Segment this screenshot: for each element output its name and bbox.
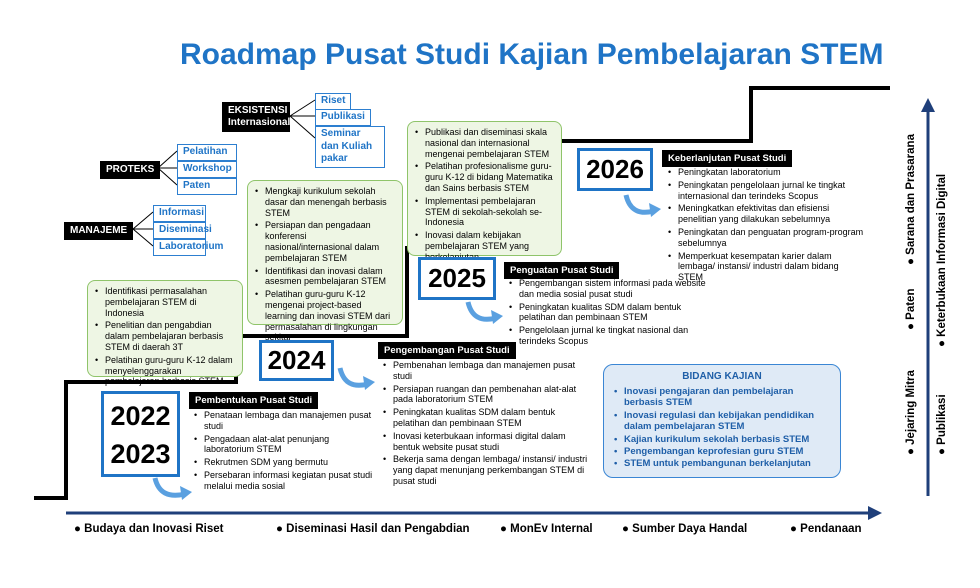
right-axis-item: ● Jejaring Mitra	[905, 370, 917, 455]
stage-item: Peningkatan pengelolaan jurnal ke tingka…	[666, 180, 866, 202]
bidang-item: Pengembangan keprofesian guru STEM	[612, 446, 832, 458]
stage-description: Pembenahan lembaga dan manajemen pusat s…	[381, 360, 591, 489]
bottom-axis-item: ● MonEv Internal	[500, 523, 593, 535]
chip-workshop: Workshop	[177, 161, 237, 178]
green-box-item: Inovasi dalam kebijakan pembelajaran STE…	[413, 230, 555, 262]
bottom-axis-item: ● Sumber Daya Handal	[622, 523, 748, 535]
stage-item: Penataan lembaga dan manajemen pusat stu…	[192, 410, 377, 432]
green-box-item: Penelitian dan pengabdian dalam pembelaj…	[93, 320, 236, 352]
stage-heading: Keberlanjutan Pusat Studi	[662, 150, 793, 167]
category-label-manajeme: MANAJEME	[64, 222, 134, 240]
connector-proteks	[157, 150, 178, 169]
bidang-kajian-box: BIDANG KAJIAN Inovasi pengajaran dan pem…	[603, 364, 841, 478]
curved-arrow-icon	[152, 477, 186, 498]
chip-seminar: Seminar dan Kuliah pakar	[315, 126, 385, 168]
green-box-item: Publikasi dan diseminasi skala nasional …	[413, 127, 555, 159]
stage-item: Pengelolaan jurnal ke tingkat nasional d…	[507, 325, 712, 347]
chip-diseminasi: Diseminasi	[153, 222, 212, 239]
stage-item: Pengadaan alat-alat penunjang laboratori…	[192, 434, 377, 456]
bottom-axis-item: ● Diseminasi Hasil dan Pengabdian	[276, 523, 470, 535]
year-box-2025: 2025	[418, 257, 496, 300]
stage-item: Pengembangan sistem informasi pada websi…	[507, 278, 712, 300]
bidang-item: Inovasi regulasi dan kebijakan pendidika…	[612, 410, 832, 433]
bottom-axis-item: ● Pendanaan	[790, 523, 862, 535]
chip-riset: Riset	[315, 93, 352, 110]
green-box-item: Pelatihan guru-guru K-12 mengenai projec…	[253, 289, 396, 343]
bidang-item: Kajian kurikulum sekolah berbasis STEM	[612, 434, 832, 446]
green-box-item: Implementasi pembelajaran STEM di sekola…	[413, 196, 555, 228]
chip-informasi: Informasi	[153, 205, 206, 222]
bottom-axis-item: ● Budaya dan Inovasi Riset	[74, 523, 224, 535]
year-box-2024: 2024	[259, 340, 334, 381]
green-box-item: Pelatihan guru-guru K-12 dalam menyeleng…	[93, 355, 236, 387]
green-box-item: Identifikasi dan inovasi dalam asesmen p…	[253, 266, 396, 288]
stage-item: Rekrutmen SDM yang bermutu	[192, 457, 377, 468]
stage-description: Pengembangan sistem informasi pada websi…	[507, 278, 712, 349]
stage-item: Persebaran informasi kegiatan pusat stud…	[192, 470, 377, 492]
stage-item: Peningkatan kualitas SDM dalam bentuk pe…	[507, 302, 712, 324]
bidang-item: STEM untuk pembangunan berkelanjutan	[612, 458, 832, 470]
right-axis-arrowhead	[921, 98, 935, 112]
bidang-kajian-title: BIDANG KAJIAN	[682, 371, 762, 382]
stage-heading: Penguatan Pusat Studi	[504, 262, 620, 279]
chip-laboratorium: Laboratorium	[153, 239, 223, 256]
stage-item: Bekerja sama dengan lembaga/ instansi/ i…	[381, 454, 591, 486]
green-box-item: Mengkaji kurikulum sekolah dasar dan men…	[253, 186, 396, 218]
chip-publikasi: Publikasi	[315, 109, 371, 126]
stage-heading: Pengembangan Pusat Studi	[378, 342, 516, 359]
stage-item: Memperkuat kesempatan karier dalam lemba…	[666, 251, 866, 283]
staircase-line	[34, 86, 890, 500]
right-axis-item: ● Sarana dan Prasarana	[905, 134, 917, 265]
bottom-axis-arrowhead	[868, 506, 882, 520]
right-axis-item: ● Paten	[905, 288, 917, 330]
year-box-2022-2023: 2022 2023	[101, 391, 180, 477]
connector-manajeme	[132, 211, 154, 230]
stage-item: Pembenahan lembaga dan manajemen pusat s…	[381, 360, 591, 382]
year-label: 2022	[110, 401, 171, 431]
stage-item: Peningkatan dan penguatan program-progra…	[666, 227, 866, 249]
category-label-eksistensi: EKSISTENSI Internasional	[222, 102, 290, 132]
bidang-item: Inovasi pengajaran dan pembelajaran berb…	[612, 386, 832, 409]
category-label-proteks: PROTEKS	[100, 161, 161, 179]
stage-item: Meningkatkan efektivitas dan efisiensi p…	[666, 203, 866, 225]
stage-heading: Pembentukan Pusat Studi	[189, 392, 319, 409]
green-box-item: Identifikasi permasalahan pembelajaran S…	[93, 286, 236, 318]
chip-paten: Paten	[177, 178, 237, 195]
chip-pelatihan: Pelatihan	[177, 144, 237, 161]
green-box-3: Publikasi dan diseminasi skala nasional …	[407, 121, 562, 262]
green-box-item: Persiapan dan pengadaan konferensi nasio…	[253, 220, 396, 263]
green-box-1: Identifikasi permasalahan pembelajaran S…	[87, 280, 243, 386]
year-box-2026: 2026	[577, 148, 653, 191]
stage-item: Peningkatan kualitas SDM dalam bentuk pe…	[381, 407, 591, 429]
green-box-item: Pelatihan profesionalisme guru-guru K-12…	[413, 161, 555, 193]
right-axis-item: ● Publikasi	[936, 394, 948, 455]
stage-description: Penataan lembaga dan manajemen pusat stu…	[192, 410, 377, 494]
year-label: 2023	[110, 439, 171, 469]
green-box-2: Mengkaji kurikulum sekolah dasar dan men…	[247, 180, 403, 342]
right-axis-item: ● Keterbukaan Informasi Digital	[936, 173, 948, 347]
stage-description: Peningkatan laboratorium Peningkatan pen…	[666, 167, 866, 285]
page-title: Roadmap Pusat Studi Kajian Pembelajaran …	[180, 38, 884, 71]
stage-item: Inovasi keterbukaan informasi digital da…	[381, 431, 591, 453]
connector-eksistensi	[289, 99, 316, 117]
stage-item: Persiapan ruangan dan pembenahan alat-al…	[381, 384, 591, 406]
stage-item: Peningkatan laboratorium	[666, 167, 866, 178]
